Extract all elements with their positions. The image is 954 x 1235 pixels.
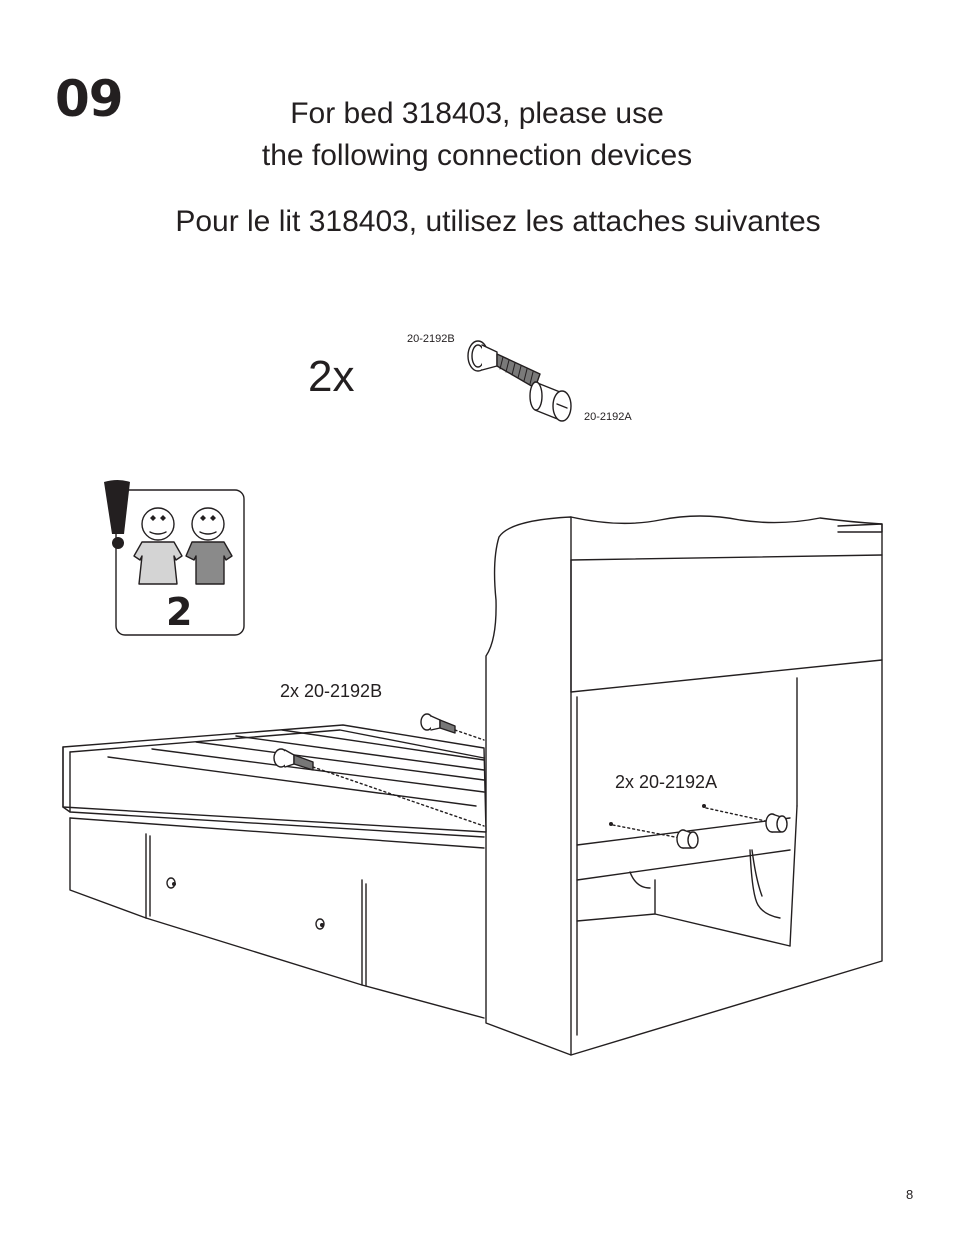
headboard-panel bbox=[485, 515, 883, 1056]
title-english-line-1: For bed 318403, please use bbox=[290, 97, 664, 130]
headboard-inner-details bbox=[576, 696, 791, 1036]
instruction-title-english: For bed 318403, please use the following… bbox=[0, 93, 954, 177]
part-a-code-label: 20-2192A bbox=[584, 411, 632, 423]
connector-bolt-icon bbox=[467, 340, 541, 389]
hardware-quantity: 2x bbox=[308, 352, 355, 401]
headboard-nut-icon bbox=[609, 804, 788, 849]
title-english-line-2: the following connection devices bbox=[261, 139, 693, 172]
barrel-nut-icon bbox=[529, 381, 572, 422]
callout-part-a: 2x 20-2192A bbox=[615, 772, 718, 792]
bed-frame bbox=[62, 724, 487, 1019]
callout-part-b: 2x 20-2192B bbox=[280, 681, 383, 701]
instruction-title-french: Pour le lit 318403, utilisez les attache… bbox=[175, 205, 821, 238]
part-b-code-label: 20-2192B bbox=[407, 333, 455, 345]
drawer-knob-icon bbox=[166, 877, 325, 930]
page-number: 8 bbox=[906, 1187, 914, 1202]
bed-slats bbox=[107, 729, 485, 807]
step-number: 09 bbox=[55, 70, 124, 128]
two-person-warning-icon bbox=[104, 480, 245, 636]
frame-bolt-icon bbox=[273, 713, 485, 827]
people-count: 2 bbox=[166, 590, 193, 634]
